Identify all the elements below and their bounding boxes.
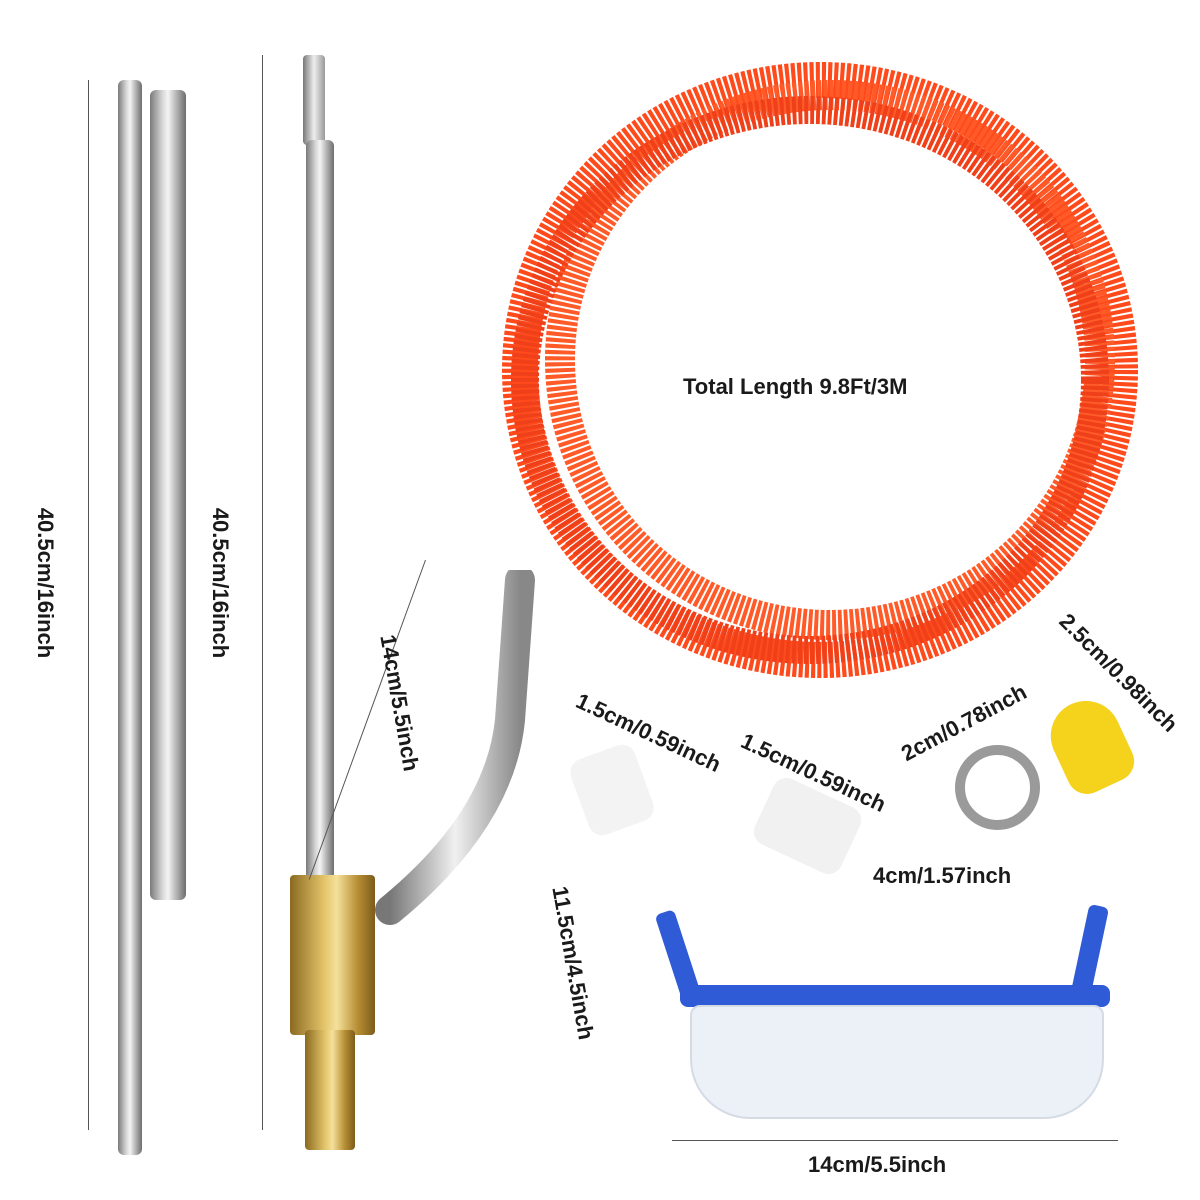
brass-nozzle	[305, 1030, 355, 1150]
goggles-arm-right	[1070, 903, 1110, 997]
brass-body	[290, 875, 375, 1035]
goggles-width-label: 14cm/5.5inch	[808, 1152, 947, 1177]
long-insert-length-label: 4cm/1.57inch	[873, 863, 1012, 888]
rod-left-length-label: 40.5cm/16inch	[33, 507, 59, 659]
yellow-clamp-key	[1039, 689, 1141, 801]
hose-length-label: Total Length 9.8Ft/3M	[683, 374, 908, 399]
angled-suction-tube	[375, 570, 535, 925]
hose-clamp	[955, 745, 1040, 830]
goggles-width-line	[672, 1140, 1118, 1141]
goggles-frame	[680, 985, 1110, 1007]
steel-rod-left	[118, 80, 142, 1155]
rod-right-length-label: 40.5cm/16inch	[208, 507, 234, 659]
quick-connect-fitting	[303, 55, 325, 145]
steel-rod-split	[150, 90, 186, 900]
goggles-lens	[690, 1005, 1104, 1119]
red-hose-coil	[502, 62, 1138, 678]
goggles-arm-left	[654, 909, 702, 1001]
small-ceramic-insert	[566, 740, 658, 840]
goggles-height-label: 11.5cm/4.5inch	[547, 884, 599, 1042]
rod-left-dimension-line	[88, 80, 89, 1130]
wand-rod	[306, 140, 334, 880]
wand-dimension-line	[262, 55, 263, 1130]
